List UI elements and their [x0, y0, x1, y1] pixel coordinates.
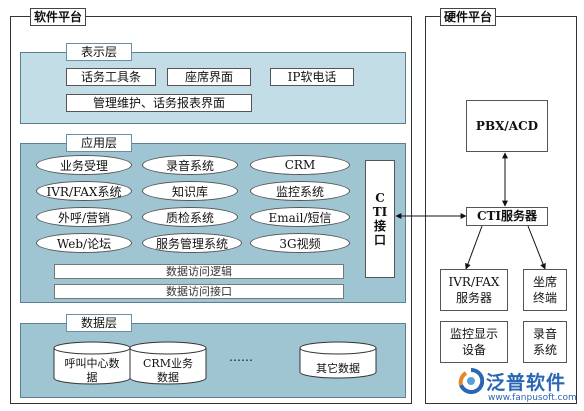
ivr-fax-server-box: IVR/FAX服务器: [440, 269, 508, 311]
monitor-display-box: 监控显示设备: [440, 321, 508, 363]
data-access-interface-bar: 数据访问接口: [54, 284, 344, 299]
module-3g-video: 3G视频: [250, 233, 350, 253]
store-other-data: 其它数据: [316, 362, 360, 375]
data-ellipsis: ……: [229, 350, 253, 364]
ivr-fax-server-label: IVR/FAX服务器: [448, 275, 500, 305]
recording-system-label: 录音系统: [532, 327, 557, 357]
fanpu-logo-url: www.fanpusoft.com: [488, 393, 577, 403]
agent-terminal-label: 坐席终端: [532, 275, 557, 305]
presentation-layer-band: [20, 52, 406, 124]
hardware-platform-title: 硬件平台: [440, 8, 497, 26]
presentation-layer-title: 表示层: [66, 43, 132, 61]
software-platform-title: 软件平台: [30, 8, 87, 26]
presentation-item-ip-softphone: IP软电话: [270, 68, 354, 86]
module-ivr-fax-system: IVR/FAX系统: [36, 181, 132, 201]
data-layer-title: 数据层: [66, 314, 132, 332]
store-crm-data: CRM业务数据: [143, 357, 193, 384]
presentation-item-admin-report-ui: 管理维护、话务报表界面: [66, 94, 252, 112]
module-business-acceptance: 业务受理: [36, 155, 132, 175]
module-email-sms: Email/短信: [250, 207, 350, 227]
module-recording-system: 录音系统: [142, 155, 238, 175]
fanpu-logo-name: 泛普软件: [486, 372, 567, 394]
monitor-display-label: 监控显示设备: [449, 327, 498, 357]
cti-server-box: CTI服务器: [466, 207, 548, 226]
module-outbound-marketing: 外呼/营销: [36, 207, 132, 227]
cti-interface-label: CTI接口: [372, 191, 388, 247]
module-monitoring-system: 监控系统: [250, 181, 350, 201]
data-access-logic-bar: 数据访问逻辑: [54, 264, 344, 279]
application-layer-title: 应用层: [66, 134, 132, 152]
module-service-management: 服务管理系统: [142, 233, 242, 253]
module-quality-inspection: 质检系统: [142, 207, 238, 227]
module-crm: CRM: [250, 155, 350, 175]
fanpu-logo: 泛普软件 www.fanpusoft.com: [458, 366, 580, 408]
presentation-item-toolbar: 话务工具条: [66, 68, 156, 86]
module-web-forum: Web/论坛: [36, 233, 132, 253]
fanpu-logo-mark-icon: [458, 368, 484, 394]
agent-terminal-box: 坐席终端: [523, 269, 567, 311]
recording-system-box: 录音系统: [523, 321, 567, 363]
module-knowledge-base: 知识库: [142, 181, 238, 201]
presentation-item-agent-ui: 座席界面: [167, 68, 251, 86]
store-call-center-data: 呼叫中心数据: [64, 357, 120, 384]
pbx-acd-box: PBX/ACD: [466, 100, 548, 152]
cti-interface-box: CTI接口: [365, 160, 395, 278]
